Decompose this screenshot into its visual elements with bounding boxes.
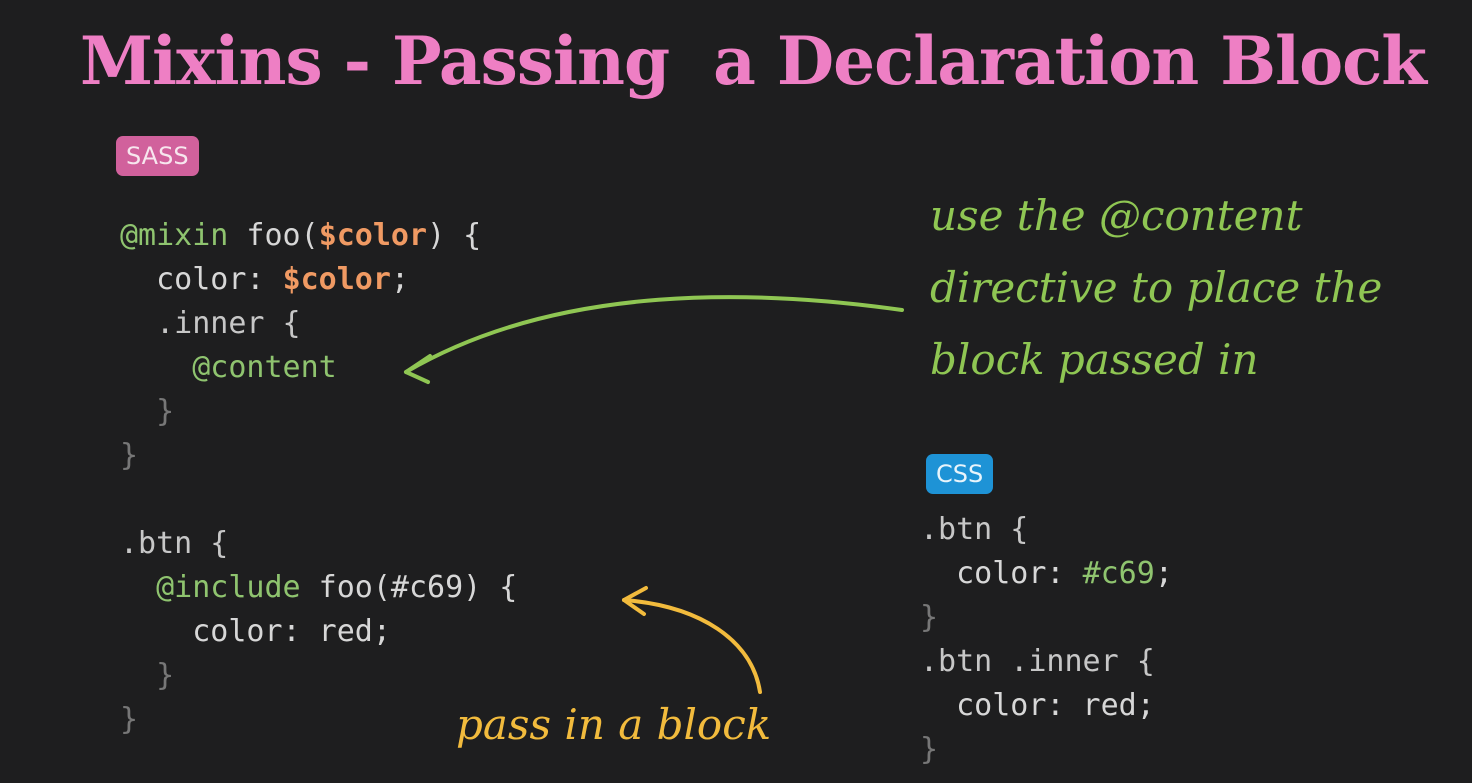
css-line: } xyxy=(920,732,939,767)
sass-line: .inner { xyxy=(120,306,301,341)
green-arrow-icon xyxy=(404,295,904,384)
sass-badge: SASS xyxy=(116,136,199,176)
sass-line: } xyxy=(120,702,139,737)
css-badge: CSS xyxy=(926,454,994,494)
sass-line: } xyxy=(120,658,175,693)
css-code-block: .btn { color: #c69; } .btn .inner { colo… xyxy=(920,508,1173,772)
sass-line: color: $color; xyxy=(120,262,409,297)
orange-arrow-icon xyxy=(622,586,762,694)
slide-title: Mixins - Passing a Declaration Block xyxy=(80,22,1427,100)
css-line: .btn { xyxy=(920,512,1029,547)
block-annotation: pass in a block xyxy=(456,700,772,749)
css-line: .btn .inner { xyxy=(920,644,1155,679)
include-line: @include foo(#c69) { xyxy=(120,570,518,605)
content-directive: @content xyxy=(120,350,337,385)
sass-line: } xyxy=(120,438,139,473)
css-line: color: red; xyxy=(920,688,1155,723)
sass-line: color: red; xyxy=(120,614,391,649)
sass-line: } xyxy=(120,394,175,429)
sass-line: .btn { xyxy=(120,526,229,561)
sass-code-block: @mixin foo($color) { color: $color; .inn… xyxy=(120,214,517,742)
css-line: color: #c69; xyxy=(920,556,1173,591)
content-annotation: use the @content directive to place the … xyxy=(930,191,1383,384)
css-line: } xyxy=(920,600,939,635)
sass-line: @mixin foo($color) { xyxy=(120,218,482,253)
